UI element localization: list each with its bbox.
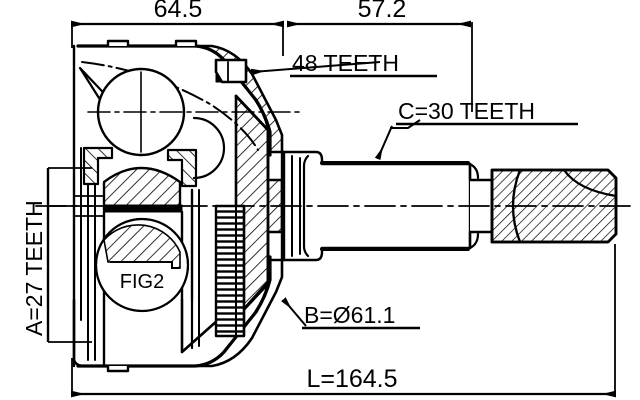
dimension-57-2: 57.2 [287,0,473,112]
dimension-64-5-label: 64.5 [154,0,203,23]
callout-a-27-teeth: A=27 TEETH [21,167,92,343]
dimension-64-5: 64.5 [71,0,284,56]
fig2-label: FIG2 [120,271,164,293]
fig2-detail-callout: FIG2 [94,217,190,313]
callout-48-teeth: 48 TEETH [250,50,437,78]
dimension-overall-length-label: L=164.5 [306,365,397,393]
cv-joint-geometry [35,39,633,373]
callout-c-30-teeth: C=30 TEETH [374,98,578,161]
callout-b-diameter: B=Ø61.1 [281,297,420,330]
callout-c-30-teeth-label: C=30 TEETH [398,98,535,124]
callout-b-diameter-label: B=Ø61.1 [304,302,395,328]
callout-48-teeth-label: 48 TEETH [292,50,399,76]
bearing-ball-secondary [192,116,226,180]
inner-race-cage [82,146,218,302]
dimension-overall-length: L=164.5 [71,244,616,398]
abs-ring-tooth-detail [214,58,248,84]
dimension-57-2-label: 57.2 [358,0,407,23]
boot-seal-rings [72,298,220,368]
callout-a-27-teeth-label: A=27 TEETH [21,200,47,336]
abs-tone-ring [214,204,246,338]
